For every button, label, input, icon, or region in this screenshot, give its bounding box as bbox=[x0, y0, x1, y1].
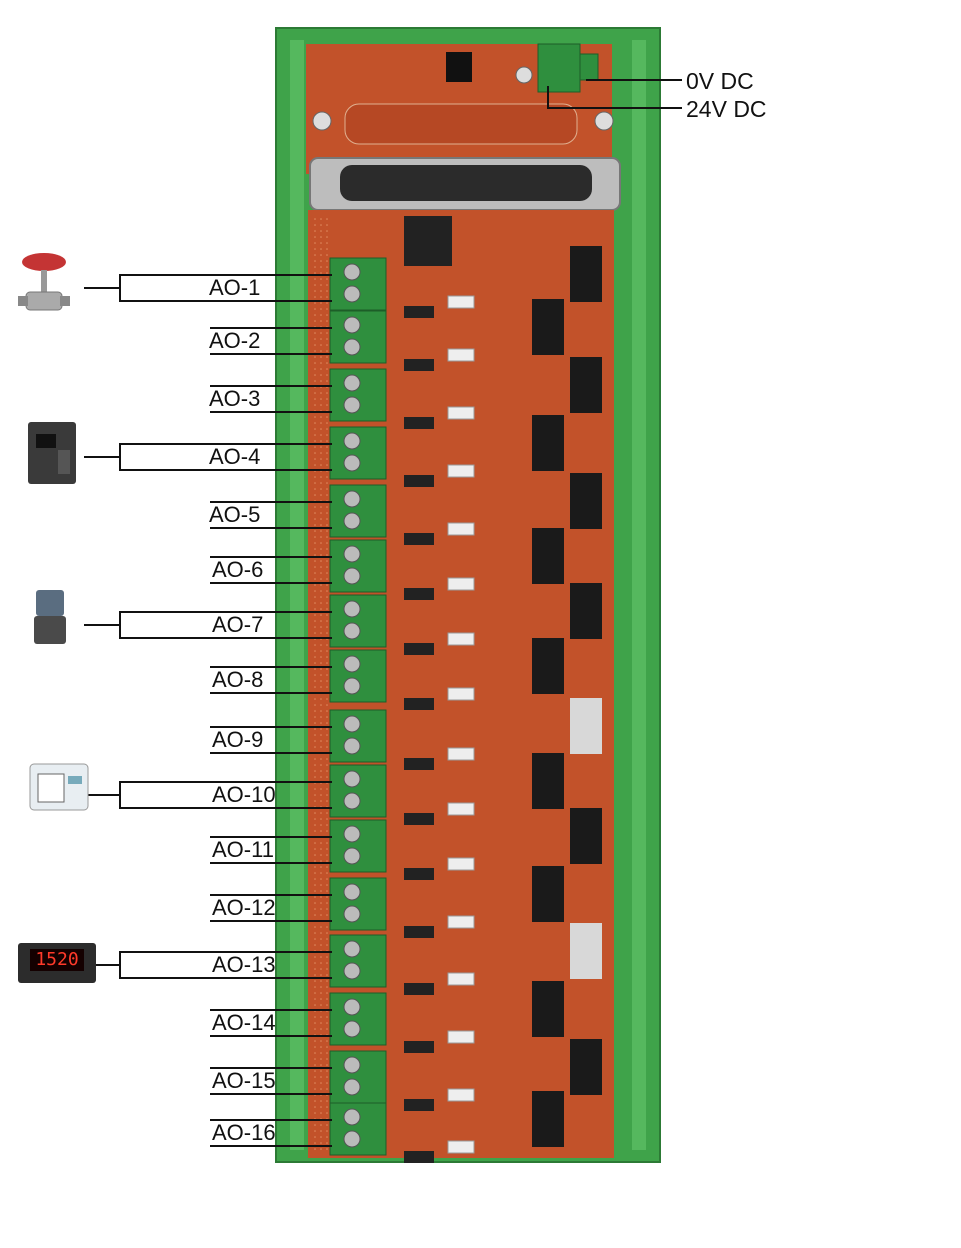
terminal-block bbox=[329, 981, 564, 1053]
terminal-block bbox=[329, 299, 564, 371]
panel-meter-display: 1520 bbox=[30, 949, 84, 971]
terminal-block bbox=[329, 866, 564, 938]
output-label: AO-15 bbox=[212, 1068, 276, 1093]
terminal-block bbox=[329, 583, 602, 655]
vfd-drive-icon bbox=[28, 422, 76, 484]
terminal-block bbox=[329, 246, 602, 318]
terminal-block bbox=[329, 357, 602, 429]
wire-pair bbox=[210, 443, 332, 471]
wire-pair bbox=[210, 1009, 332, 1037]
output-label: AO-11 bbox=[212, 837, 274, 862]
terminal-block bbox=[329, 1039, 602, 1111]
device-bracket bbox=[84, 443, 210, 471]
output-label: AO-14 bbox=[212, 1010, 276, 1035]
output-label: AO-3 bbox=[209, 386, 261, 411]
output-label: AO-2 bbox=[209, 328, 261, 353]
terminal-block bbox=[329, 698, 602, 770]
wire-pair bbox=[210, 781, 332, 809]
wire-pair bbox=[210, 894, 332, 922]
output-label: AO-7 bbox=[212, 612, 264, 637]
terminal-block bbox=[329, 415, 564, 487]
chart-recorder-icon bbox=[29, 763, 89, 811]
device-bracket bbox=[84, 781, 210, 809]
wire-pair bbox=[210, 611, 332, 639]
db37-header bbox=[344, 103, 578, 145]
output-label: AO-8 bbox=[212, 667, 264, 692]
output-label: AO-5 bbox=[209, 502, 261, 527]
terminal-block bbox=[329, 808, 602, 880]
power-label-24v: 24V DC bbox=[686, 96, 767, 122]
wire-pair bbox=[210, 726, 332, 754]
terminal-block bbox=[329, 923, 602, 995]
output-label: AO-16 bbox=[212, 1120, 276, 1145]
wire-pair bbox=[210, 274, 332, 302]
output-label: AO-1 bbox=[209, 275, 261, 300]
power-terminal bbox=[537, 43, 581, 93]
wire-pair bbox=[210, 327, 332, 355]
device-bracket bbox=[84, 611, 210, 639]
terminal-block bbox=[329, 528, 564, 600]
wire-pair bbox=[210, 1119, 332, 1147]
output-label: AO-12 bbox=[212, 895, 276, 920]
wire-pair bbox=[210, 666, 332, 694]
output-label: AO-9 bbox=[212, 727, 264, 752]
wire-pair bbox=[210, 501, 332, 529]
output-label: AO-10 bbox=[212, 782, 276, 807]
output-label: AO-4 bbox=[209, 444, 261, 469]
output-label: AO-6 bbox=[212, 557, 264, 582]
terminal-block bbox=[329, 638, 564, 710]
device-bracket bbox=[84, 951, 210, 979]
ip-transducer-icon bbox=[34, 590, 66, 644]
output-label: AO-13 bbox=[212, 952, 276, 977]
device-bracket bbox=[84, 274, 210, 302]
wire-pair bbox=[210, 385, 332, 413]
panel-meter-icon: 1520 bbox=[18, 943, 96, 983]
wire-pair bbox=[210, 836, 332, 864]
wire-pair bbox=[210, 951, 332, 979]
power-wires bbox=[547, 79, 682, 109]
control-valve-icon bbox=[18, 253, 70, 311]
terminal-block bbox=[329, 1091, 564, 1163]
terminal-block bbox=[329, 753, 564, 825]
wire-pair bbox=[210, 556, 332, 584]
wire-pair bbox=[210, 1067, 332, 1095]
power-label-0v: 0V DC bbox=[686, 68, 754, 94]
terminal-block bbox=[329, 473, 602, 545]
